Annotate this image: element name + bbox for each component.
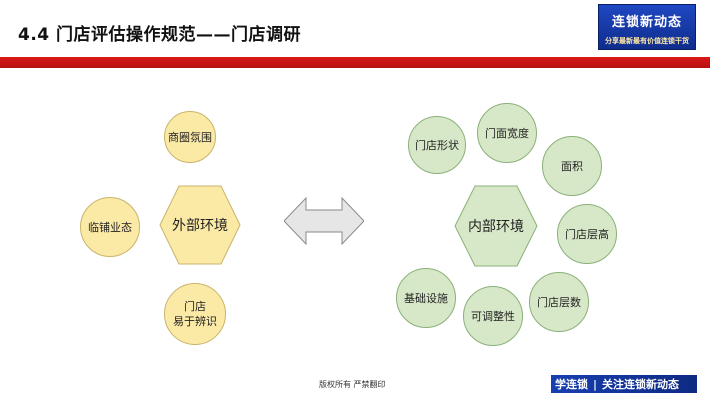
node-floor-height: 门店层高 [557,204,617,264]
logo-main-text: 连锁新动态 [611,15,682,30]
footer-banner-left: 学连锁 [555,378,588,391]
node-storefront-width: 门面宽度 [477,103,537,163]
node-store-shape: 门店形状 [408,116,466,174]
footer-banner-separator: | [593,377,598,391]
node-business-district: 商圈氛围 [164,111,216,163]
footer-brand-banner: 学连锁 | 关注连锁新动态 [551,375,697,393]
logo-sub-text: 分享最新最有价值连锁干货 [605,37,689,45]
node-area: 面积 [542,136,602,196]
brand-logo: 连锁新动态 分享最新最有价值连锁干货 [598,4,696,50]
footer-banner-right: 关注连锁新动态 [602,378,680,391]
node-floor-count: 门店层数 [529,272,589,332]
node-adjustability: 可调整性 [463,286,523,346]
double-arrow-icon [284,196,364,246]
node-neighboring-business: 临铺业态 [80,197,140,257]
page-title: 4.4 门店评估操作规范——门店调研 [18,25,302,45]
internal-environment-hexagon: 内部环境 [454,185,538,267]
header-divider [0,57,710,68]
external-environment-label: 外部环境 [172,218,228,234]
node-infrastructure: 基础设施 [396,268,456,328]
internal-environment-label: 内部环境 [468,219,524,235]
external-environment-hexagon: 外部环境 [159,185,241,265]
node-store-recognizable: 门店 易于辨识 [164,283,226,345]
copyright-notice: 版权所有 严禁翻印 [319,380,386,389]
